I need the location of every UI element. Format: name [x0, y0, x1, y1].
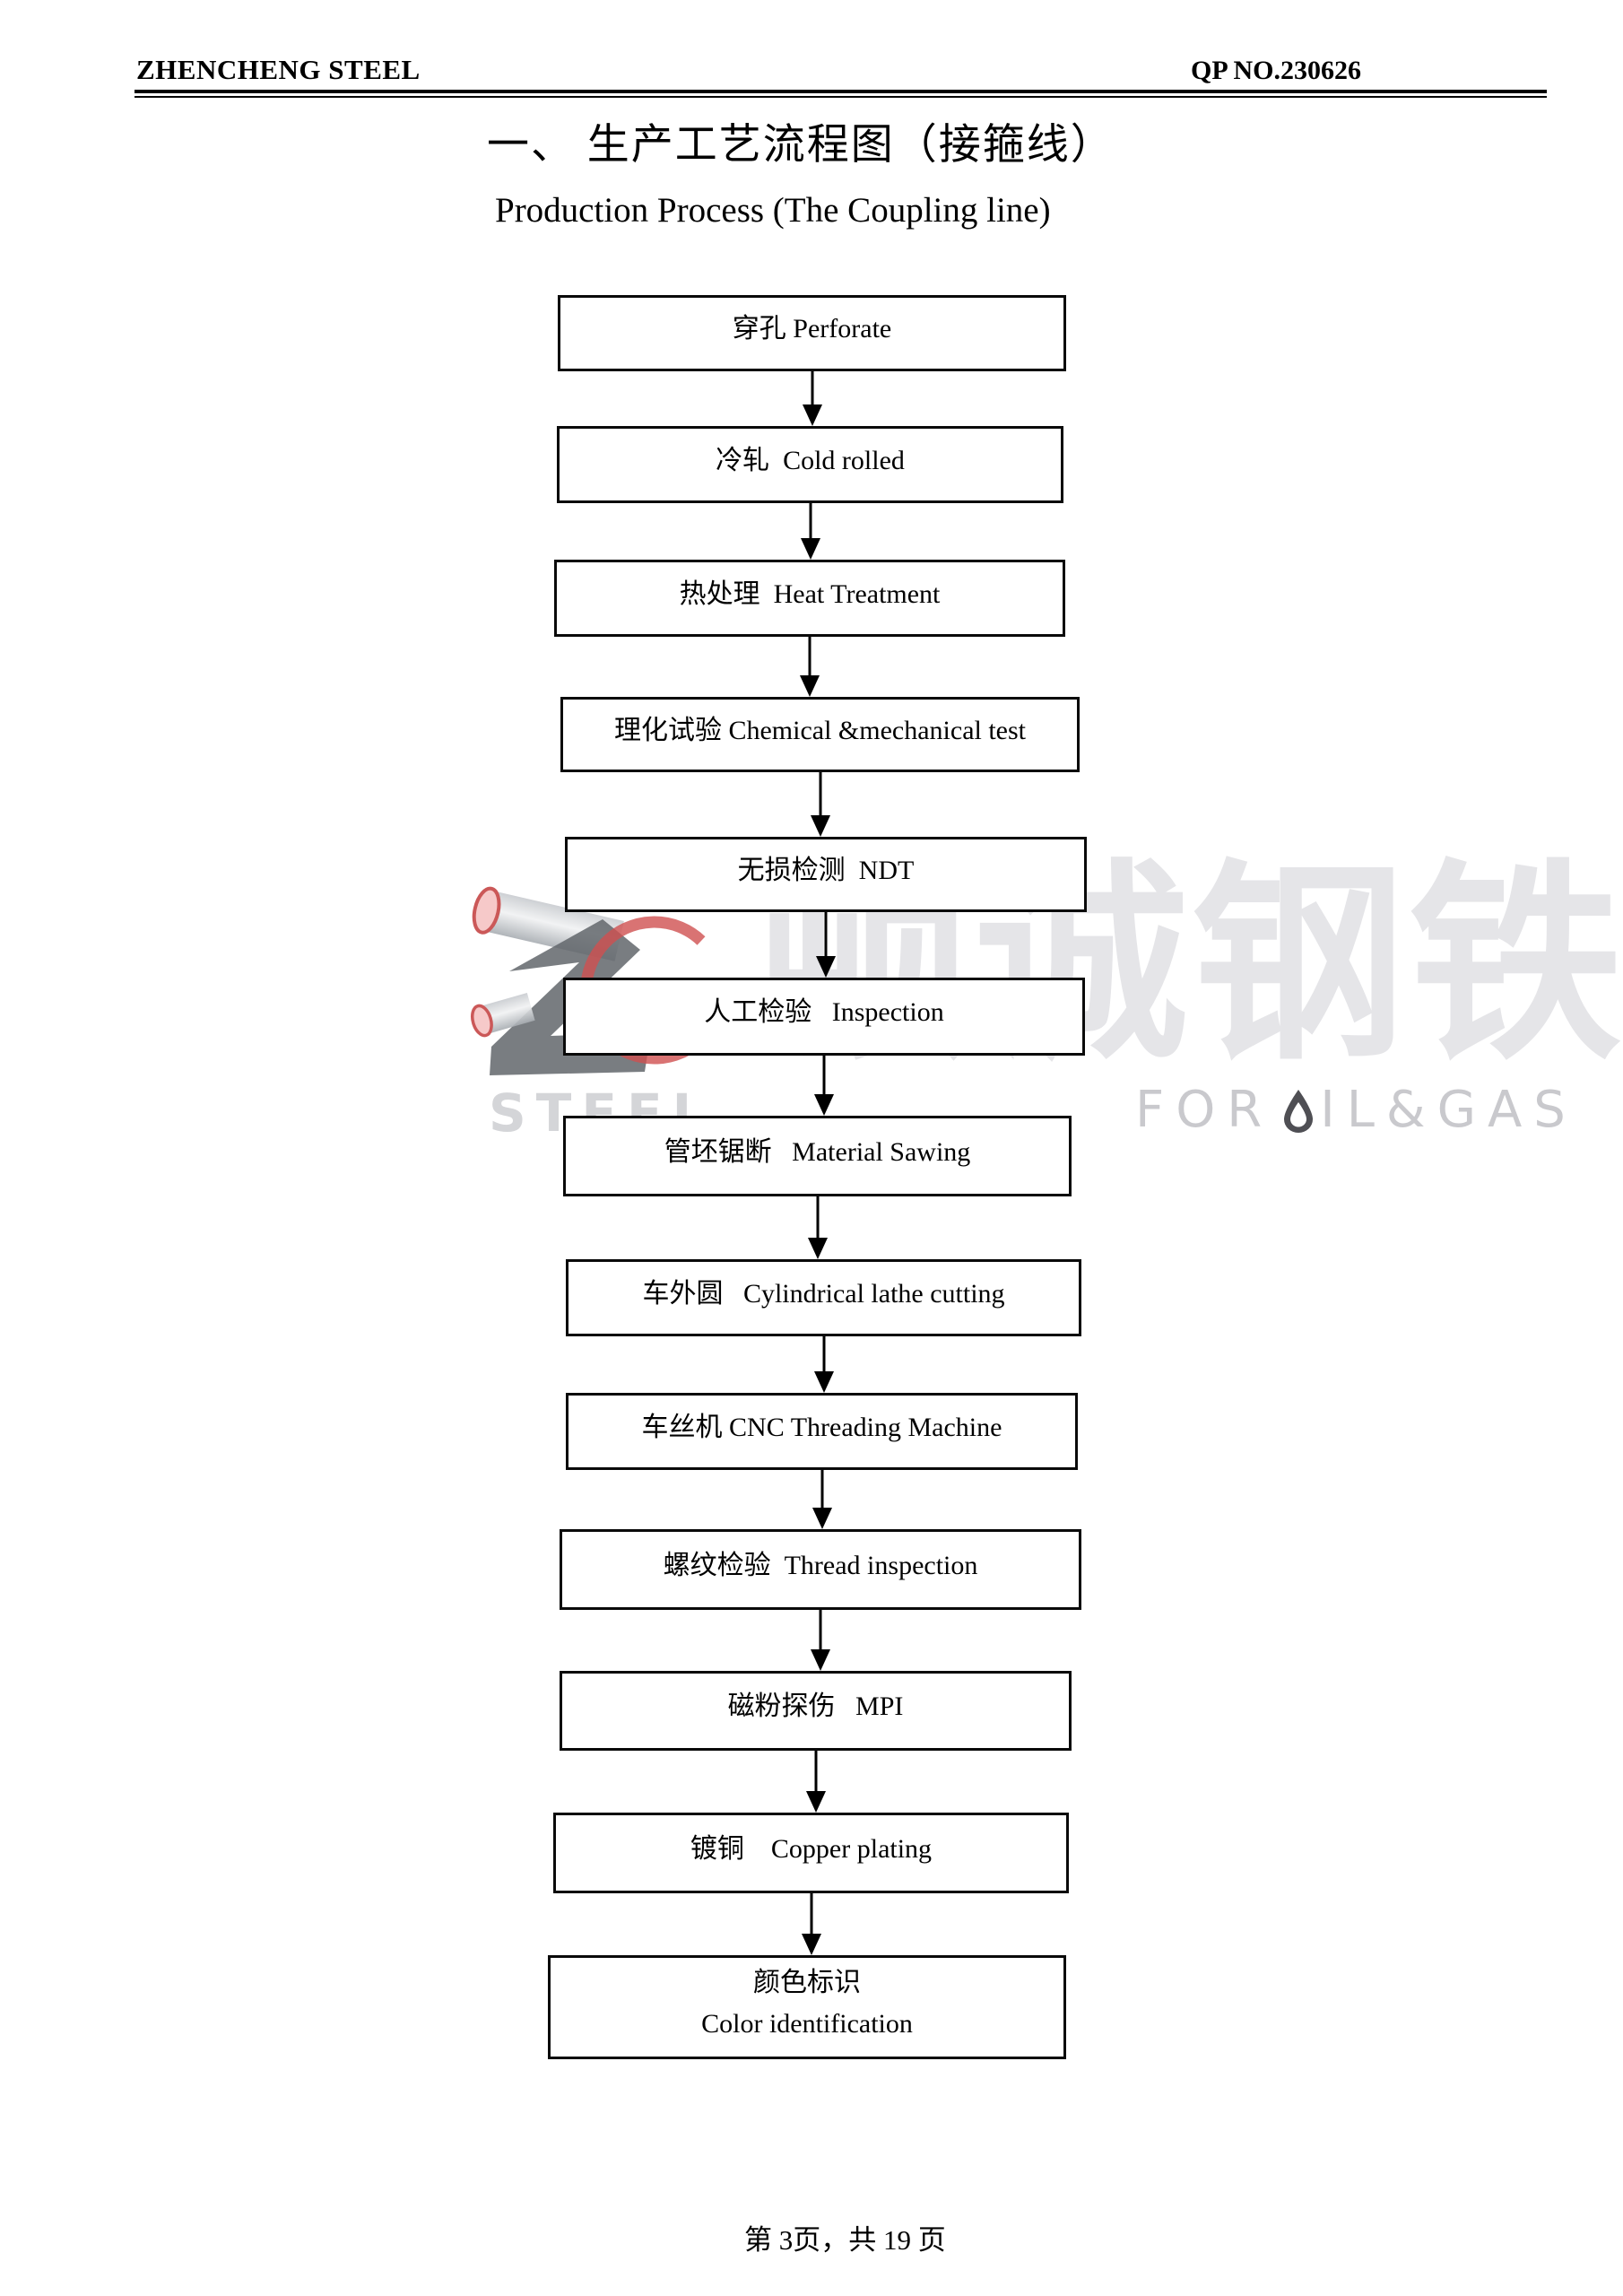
flow-step-box: 理化试验 Chemical &mechanical test — [560, 697, 1080, 772]
flow-arrow-down — [810, 1610, 831, 1671]
company-name: ZHENCHENG STEEL — [136, 54, 421, 85]
flow-step-label: 车外圆 Cylindrical lathe cutting — [642, 1278, 1005, 1309]
flow-step-box: 颜色标识 Color identification — [548, 1955, 1066, 2059]
flow-arrow-down — [807, 1196, 829, 1259]
flow-step-label: 车丝机 CNC Threading Machine — [641, 1412, 1002, 1442]
page-title-en: Production Process (The Coupling line) — [495, 191, 1051, 230]
flow-step-box: 无损检测 NDT — [565, 837, 1087, 912]
doc-number: QP NO.230626 — [1191, 56, 1362, 85]
flow-arrow-down — [812, 1470, 833, 1529]
flow-step-label: 热处理 Heat Treatment — [679, 578, 941, 609]
flow-step-box: 螺纹检验 Thread inspection — [560, 1529, 1081, 1610]
header-rule-thin — [135, 96, 1547, 98]
flow-step-box: 镀铜 Copper plating — [553, 1813, 1069, 1893]
flow-step-box: 车丝机 CNC Threading Machine — [566, 1393, 1078, 1470]
flow-arrow-down — [800, 503, 821, 560]
flow-arrow-down — [813, 1336, 835, 1393]
flow-arrow-down — [805, 1751, 827, 1813]
flow-arrow-down — [801, 1893, 822, 1955]
flow-step-label: 颜色标识 Color identification — [701, 1967, 913, 2039]
flow-step-box: 热处理 Heat Treatment — [554, 560, 1065, 637]
flow-step-label: 人工检验 Inspection — [704, 997, 944, 1028]
flow-step-box: 人工检验 Inspection — [563, 978, 1085, 1056]
flow-arrow-down — [815, 912, 837, 978]
flow-arrow-down — [802, 371, 823, 426]
flow-arrow-down — [810, 772, 831, 837]
header-rule-thick — [135, 90, 1547, 93]
flow-step-label: 冷轧 Cold rolled — [716, 445, 905, 475]
flow-arrow-down — [799, 637, 820, 697]
page-title-zh: 一、 生产工艺流程图（接箍线） — [487, 122, 1115, 169]
flow-step-box: 车外圆 Cylindrical lathe cutting — [566, 1259, 1081, 1336]
flow-step-label: 无损检测 NDT — [737, 855, 915, 885]
flow-step-label: 管坯锯断 Material Sawing — [664, 1136, 971, 1167]
flow-step-box: 磁粉探伤 MPI — [560, 1671, 1072, 1751]
flow-step-box: 穿孔 Perforate — [558, 295, 1066, 371]
flow-step-box: 管坯锯断 Material Sawing — [563, 1116, 1072, 1196]
flow-step-box: 冷轧 Cold rolled — [557, 426, 1063, 503]
flow-step-label: 磁粉探伤 MPI — [727, 1692, 904, 1722]
flow-step-label: 镀铜 Copper plating — [690, 1833, 933, 1864]
flow-step-label: 穿孔 Perforate — [732, 314, 892, 344]
page-number: 第 3页，共 19 页 — [744, 2224, 946, 2256]
flow-step-label: 螺纹检验 Thread inspection — [663, 1550, 978, 1580]
flow-arrow-down — [813, 1056, 835, 1116]
flow-step-label: 理化试验 Chemical &mechanical test — [613, 715, 1027, 745]
